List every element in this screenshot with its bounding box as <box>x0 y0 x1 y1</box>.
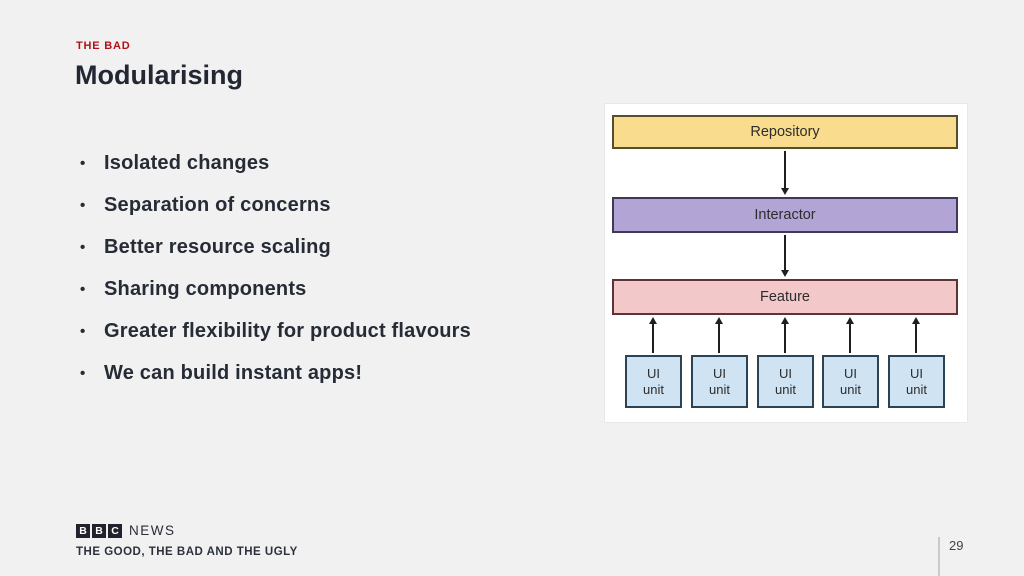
page-title: Modularising <box>75 60 243 90</box>
feature-box: Feature <box>612 279 958 315</box>
architecture-diagram: Repository Interactor Feature UI unit UI… <box>605 104 967 422</box>
list-item: • Greater flexibility for product flavou… <box>80 310 600 352</box>
list-item: • Sharing components <box>80 268 600 310</box>
page-number: 29 <box>949 538 964 553</box>
list-item: • Isolated changes <box>80 142 600 184</box>
bullet-text: Separation of concerns <box>104 193 331 216</box>
list-item: • Better resource scaling <box>80 226 600 268</box>
arrow-down-icon <box>780 235 790 277</box>
arrow-up-icon <box>911 317 921 353</box>
ui-unit-box: UI unit <box>888 355 945 408</box>
page-number-divider <box>938 537 940 576</box>
bullet-text: Better resource scaling <box>104 235 331 258</box>
list-item: • We can build instant apps! <box>80 352 600 394</box>
footer-tagline: THE GOOD, THE BAD AND THE UGLY <box>76 546 298 558</box>
arrow-up-icon <box>845 317 855 353</box>
logo-block-icon: B <box>92 523 106 538</box>
section-eyebrow: THE BAD <box>76 40 131 52</box>
bullet-icon: • <box>80 238 86 256</box>
bullet-icon: • <box>80 280 86 298</box>
bullet-text: Sharing components <box>104 277 307 300</box>
bullet-text: Greater flexibility for product flavours <box>104 319 471 342</box>
interactor-box: Interactor <box>612 197 958 233</box>
ui-unit-box: UI unit <box>822 355 879 408</box>
bullet-icon: • <box>80 322 86 340</box>
ui-unit-box: UI unit <box>625 355 682 408</box>
bullet-icon: • <box>80 196 86 214</box>
bullet-icon: • <box>80 154 86 172</box>
bullet-text: Isolated changes <box>104 151 270 174</box>
arrow-up-icon <box>714 317 724 353</box>
bullet-icon: • <box>80 364 86 382</box>
arrow-up-icon <box>780 317 790 353</box>
logo-block-icon: B <box>76 523 90 538</box>
ui-unit-box: UI unit <box>757 355 814 408</box>
list-item: • Separation of concerns <box>80 184 600 226</box>
repository-box: Repository <box>612 115 958 149</box>
ui-unit-box: UI unit <box>691 355 748 408</box>
logo-block-icon: C <box>108 523 122 538</box>
bbc-news-logo: B B C NEWS <box>76 523 176 538</box>
arrow-down-icon <box>780 151 790 195</box>
logo-suffix: NEWS <box>129 523 176 538</box>
bullet-text: We can build instant apps! <box>104 361 363 384</box>
bullet-list: • Isolated changes • Separation of conce… <box>80 142 600 394</box>
arrow-up-icon <box>648 317 658 353</box>
